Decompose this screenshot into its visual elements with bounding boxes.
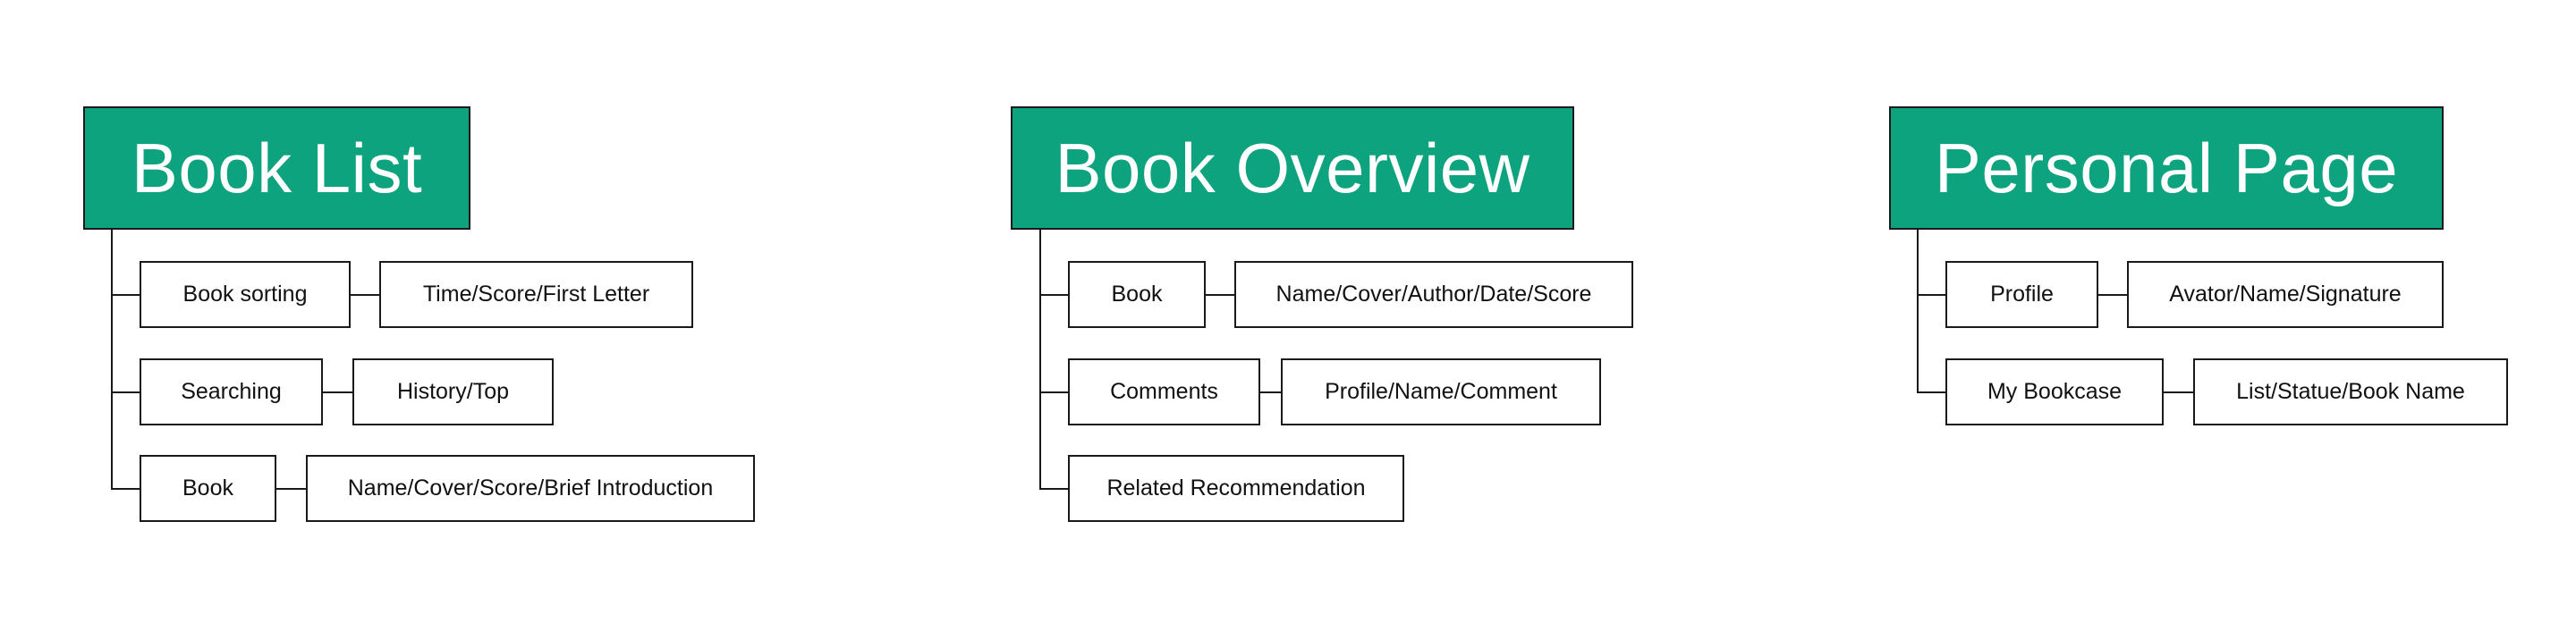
item-box: Related Recommendation (1068, 455, 1404, 522)
detail-box: Name/Cover/Score/Brief Introduction (306, 455, 755, 522)
item-box: My Bookcase (1945, 358, 2164, 425)
item-box: Searching (140, 358, 323, 425)
tree-connector (275, 488, 307, 490)
item-box: Book (1068, 261, 1206, 328)
tree-connector (1039, 294, 1069, 296)
tree-connector (1259, 391, 1282, 393)
tree-connector (1917, 230, 1919, 393)
tree-connector (350, 294, 380, 296)
tree-connector (1917, 391, 1946, 393)
tree-connector (2163, 391, 2194, 393)
tree-connector (111, 488, 140, 490)
detail-box: Time/Score/First Letter (379, 261, 693, 328)
tree-connector (111, 391, 140, 393)
item-box: Comments (1068, 358, 1260, 425)
detail-box: History/Top (352, 358, 554, 425)
group-title: Book List (83, 106, 470, 230)
tree-connector (2097, 294, 2128, 296)
tree-connector (111, 230, 113, 490)
tree-connector (1039, 230, 1041, 490)
tree-connector (1039, 488, 1069, 490)
item-box: Book (140, 455, 276, 522)
tree-connector (1039, 391, 1069, 393)
group-title: Personal Page (1889, 106, 2444, 230)
detail-box: Avator/Name/Signature (2127, 261, 2444, 328)
group-title: Book Overview (1011, 106, 1574, 230)
tree-connector (322, 391, 353, 393)
tree-connector (111, 294, 140, 296)
tree-connector (1205, 294, 1235, 296)
detail-box: Profile/Name/Comment (1281, 358, 1601, 425)
item-box: Book sorting (140, 261, 351, 328)
tree-connector (1917, 294, 1946, 296)
item-box: Profile (1945, 261, 2098, 328)
detail-box: Name/Cover/Author/Date/Score (1234, 261, 1633, 328)
detail-box: List/Statue/Book Name (2193, 358, 2508, 425)
